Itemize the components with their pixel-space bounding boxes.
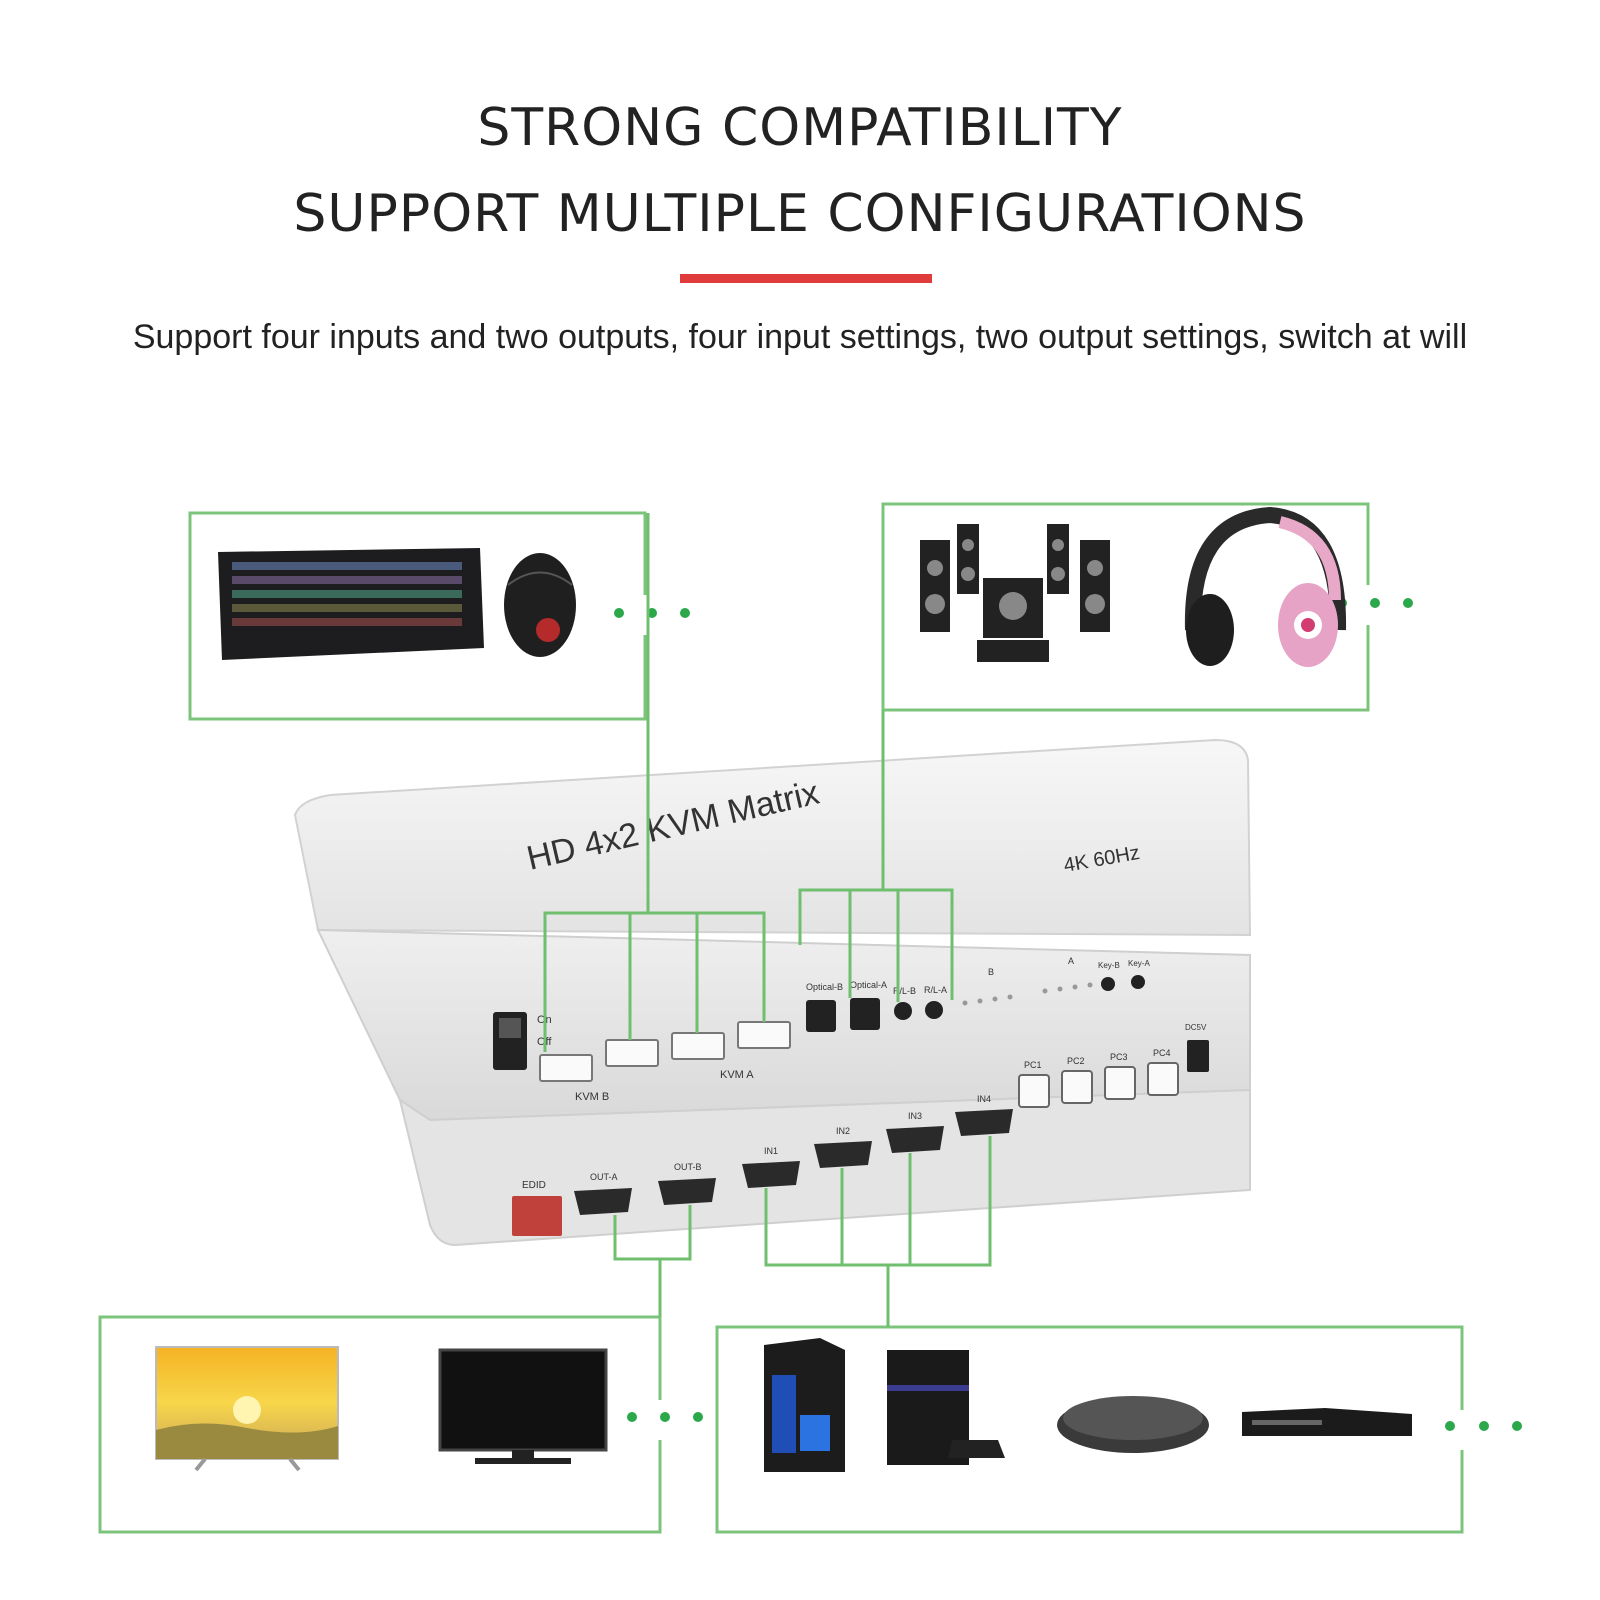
out-b-label: OUT-B (674, 1162, 702, 1172)
led-group-b-label: B (988, 967, 994, 977)
in1-label: IN1 (764, 1146, 778, 1156)
monitor-icon (438, 1348, 608, 1464)
dc-label: DC5V (1185, 1023, 1207, 1032)
key-a-button (1131, 975, 1145, 989)
out-a-label: OUT-A (590, 1172, 618, 1182)
set-top-box-icon (1057, 1396, 1209, 1453)
led-group-a-label: A (1068, 956, 1074, 966)
pc4-label: PC4 (1153, 1048, 1171, 1058)
in4-label: IN4 (977, 1094, 991, 1104)
out-b-port (658, 1178, 716, 1205)
key-b-button (1101, 977, 1115, 991)
optical-a-label: Optical-A (850, 980, 887, 990)
game-console-icon (887, 1350, 1005, 1465)
usb-port (737, 1021, 791, 1049)
edid-label: EDID (522, 1180, 546, 1191)
out-a-port (574, 1188, 632, 1215)
keyboard-icon (218, 548, 484, 660)
rl-a-jack (925, 1001, 943, 1019)
connector-lines (543, 513, 992, 1327)
accent-divider (680, 274, 932, 283)
tv-icon (155, 1346, 339, 1472)
usb-ports (539, 1021, 791, 1082)
pc-tower-icon (764, 1338, 845, 1472)
rl-a-label: R/L-A (924, 985, 947, 995)
pc4-port (1147, 1062, 1179, 1096)
optical-a-port (850, 998, 880, 1030)
usb-port (539, 1054, 593, 1082)
in1-port (742, 1161, 800, 1188)
headline-2: SUPPORT MULTIPLE CONFIGURATIONS (293, 184, 1307, 244)
key-b-label: Key-B (1098, 961, 1120, 970)
kvm-matrix-device: HD 4x2 KVM Matrix 4K 60Hz On Off KVM B K… (293, 738, 1252, 1247)
pc3-port (1104, 1066, 1136, 1100)
headline-1: STRONG COMPATIBILITY (477, 98, 1123, 158)
pc2-port (1061, 1070, 1093, 1104)
in2-port (814, 1141, 872, 1168)
rl-b-label: R/L-B (893, 986, 916, 996)
in3-port (886, 1126, 944, 1153)
dc-jack (1187, 1040, 1209, 1072)
pc1-port (1018, 1074, 1050, 1108)
headphones-icon (1184, 506, 1347, 667)
usb-port (671, 1032, 725, 1060)
usb-group-b-label: KVM B (575, 1091, 609, 1103)
usb-group-a-label: KVM A (720, 1069, 754, 1081)
usb-port (605, 1039, 659, 1067)
pc2-label: PC2 (1067, 1056, 1085, 1066)
in3-label: IN3 (908, 1111, 922, 1121)
pc1-label: PC1 (1024, 1060, 1042, 1070)
optical-b-port (806, 1000, 836, 1032)
speakers-icon (920, 524, 1110, 662)
dvd-player-icon (1242, 1408, 1412, 1436)
rl-b-jack (894, 1002, 912, 1020)
key-a-label: Key-A (1128, 959, 1150, 968)
mouse-icon (504, 553, 576, 657)
in4-port (955, 1109, 1013, 1136)
in2-label: IN2 (836, 1126, 850, 1136)
pc3-label: PC3 (1110, 1052, 1128, 1062)
edid-switch[interactable] (512, 1196, 562, 1236)
optical-b-label: Optical-B (806, 982, 843, 992)
subtitle: Support four inputs and two outputs, fou… (132, 318, 1468, 356)
